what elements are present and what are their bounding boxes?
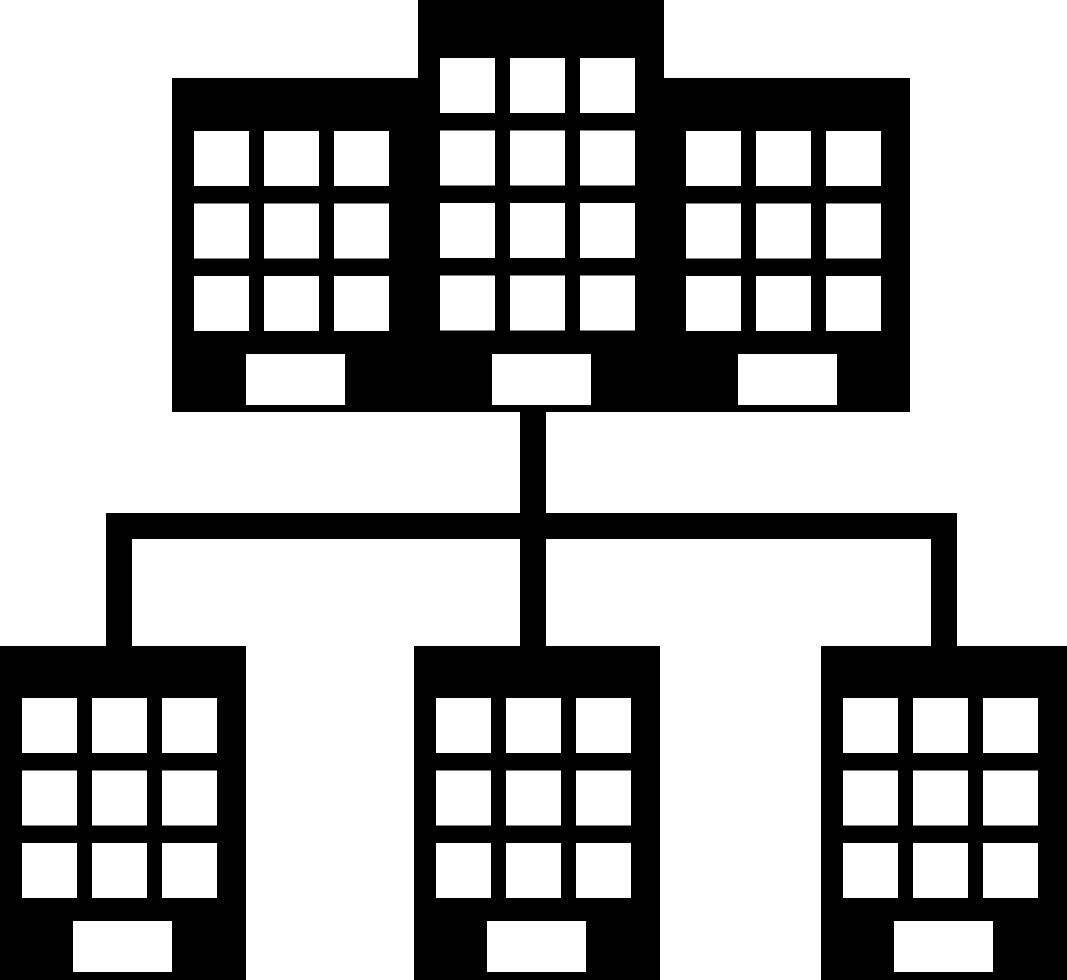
branch-left-door — [73, 921, 172, 972]
branch-center-window — [436, 770, 491, 826]
hq-door-3 — [738, 354, 837, 405]
branch-left-window — [22, 770, 77, 826]
hq-left-wing-window — [264, 276, 319, 331]
hq-center-tower-window — [580, 130, 635, 186]
branch-right-windows — [843, 698, 1038, 898]
branch-building-center-icon — [414, 646, 660, 980]
hq-right-wing-window — [686, 203, 741, 259]
hq-center-tower-window — [440, 203, 495, 258]
hq-left-wing-window — [264, 203, 319, 259]
branch-building-right-icon — [821, 646, 1067, 980]
hq-center-tower-window — [510, 130, 565, 186]
branch-left-window — [162, 770, 217, 826]
branch-right-window — [983, 770, 1038, 826]
hq-left-wing-window — [194, 203, 249, 259]
hq-left-wing-window — [194, 276, 249, 331]
headquarters-building-icon — [172, 0, 910, 412]
hq-left-wing-window — [334, 131, 389, 186]
hq-center-tower-window — [510, 275, 565, 331]
connector-right-drop — [931, 513, 957, 653]
branch-left-window — [92, 698, 147, 753]
hq-right-wing-window — [826, 203, 881, 259]
branch-right-window — [843, 698, 898, 753]
branch-center-window — [506, 770, 561, 826]
hq-right-wing-window — [826, 276, 881, 331]
branch-center-window — [506, 843, 561, 898]
hq-right-wing-window — [756, 203, 811, 259]
hq-left-wing-window — [334, 276, 389, 331]
branch-left-window — [92, 843, 147, 898]
branch-right-window — [913, 698, 968, 753]
hierarchy-connector-lines — [106, 400, 957, 655]
branch-left-window — [162, 843, 217, 898]
hq-center-tower-window — [580, 275, 635, 331]
branch-right-door — [894, 921, 993, 972]
hq-center-tower-window — [580, 203, 635, 258]
hq-right-wing-window — [686, 276, 741, 331]
branch-right-window — [843, 770, 898, 826]
branch-left-window — [22, 843, 77, 898]
branch-building-left-icon — [0, 646, 246, 980]
branch-center-window — [576, 770, 631, 826]
hq-right-wing-window — [826, 131, 881, 186]
branch-right-window — [913, 770, 968, 826]
branch-center-window — [436, 698, 491, 753]
hq-center-tower-window — [510, 203, 565, 258]
branch-right-window — [843, 843, 898, 898]
hq-door-2 — [492, 354, 591, 405]
headquarters-windows — [194, 58, 881, 331]
hq-right-wing-window — [756, 131, 811, 186]
branch-left-window — [92, 770, 147, 826]
hq-center-tower-window — [580, 58, 635, 113]
hq-center-tower-window — [510, 58, 565, 113]
branch-center-windows — [436, 698, 631, 898]
headquarters-doors — [246, 354, 837, 405]
branch-center-window — [506, 698, 561, 753]
hq-door-1 — [246, 354, 345, 405]
hq-right-wing-window — [686, 131, 741, 186]
branch-right-window — [983, 843, 1038, 898]
connector-left-drop — [106, 513, 132, 653]
branch-left-windows — [22, 698, 217, 898]
hq-center-tower-window — [440, 58, 495, 113]
hq-left-wing-window — [194, 131, 249, 186]
hq-left-wing-window — [264, 131, 319, 186]
branch-right-window — [913, 843, 968, 898]
hq-center-tower-window — [440, 130, 495, 186]
connector-horizontal-bar — [106, 513, 957, 539]
hq-left-wing-window — [334, 203, 389, 259]
branch-center-door — [487, 921, 586, 972]
branch-right-window — [983, 698, 1038, 753]
branch-center-window — [576, 843, 631, 898]
hq-right-wing-window — [756, 276, 811, 331]
branch-left-window — [162, 698, 217, 753]
branch-center-window — [436, 843, 491, 898]
branch-left-window — [22, 698, 77, 753]
branch-center-window — [576, 698, 631, 753]
hq-center-tower-window — [440, 275, 495, 331]
